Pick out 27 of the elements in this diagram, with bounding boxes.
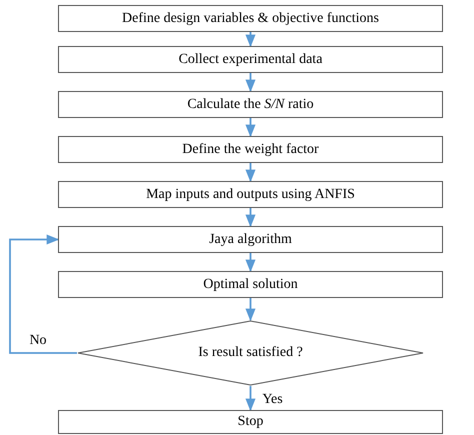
process-box	[58, 410, 443, 434]
decision-text: Is result satisfied ?	[198, 344, 303, 362]
decision-diamond	[77, 320, 424, 386]
step-text: Define the weight factor	[182, 140, 319, 158]
arrow	[245, 73, 256, 92]
arrow	[245, 253, 256, 272]
process-box	[58, 46, 443, 73]
arrow	[245, 298, 256, 322]
process-box	[58, 271, 443, 298]
arrow	[9, 234, 77, 354]
step-text: Define design variables & objective functions	[122, 10, 379, 28]
process-box	[58, 136, 443, 163]
process-box	[58, 181, 443, 208]
arrow	[245, 208, 256, 228]
process-box	[58, 226, 443, 253]
step-text: Calculate the S/N ratio	[187, 96, 314, 114]
arrow	[245, 386, 256, 412]
step-text: Optimal solution	[203, 276, 298, 294]
arrow	[245, 32, 256, 48]
step-text: Map inputs and outputs using ANFIS	[146, 186, 355, 204]
step-text: Stop	[238, 413, 264, 431]
arrow	[245, 163, 256, 182]
process-box	[58, 5, 443, 32]
step-text: Collect experimental data	[178, 50, 322, 68]
step-text: Jaya algorithm	[209, 230, 292, 248]
arrow	[245, 118, 256, 138]
process-box	[58, 91, 443, 118]
